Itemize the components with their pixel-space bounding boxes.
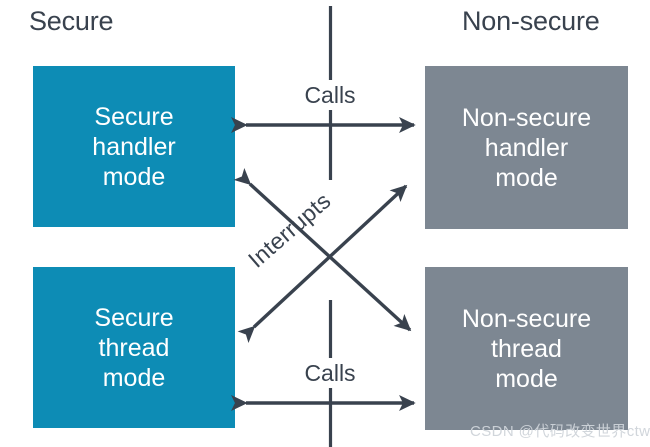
box-label-line: mode bbox=[495, 364, 558, 393]
interrupts-arrow-down-right bbox=[233, 168, 412, 332]
box-secure-thread-mode: Secure thread mode bbox=[33, 267, 235, 428]
connector-label-calls-top: Calls bbox=[304, 82, 356, 108]
box-label-line: mode bbox=[102, 363, 166, 392]
box-label-line: Secure bbox=[94, 303, 174, 332]
box-label-line: thread bbox=[98, 333, 170, 362]
box-nonsecure-handler-mode: Non-secure handler mode bbox=[425, 66, 628, 229]
watermark-text: CSDN @代码改变世界ctw bbox=[470, 423, 650, 440]
connector-label-calls-bottom: Calls bbox=[304, 360, 356, 386]
box-label-line: thread bbox=[491, 334, 562, 363]
box-nonsecure-thread-mode: Non-secure thread mode bbox=[425, 267, 628, 430]
box-label-line: handler bbox=[484, 133, 569, 162]
box-label-line: Non-secure bbox=[461, 103, 592, 132]
column-title-secure: Secure bbox=[29, 6, 114, 36]
box-label-line: mode bbox=[495, 163, 558, 192]
box-label-line: handler bbox=[92, 132, 176, 161]
box-secure-handler-mode: Secure handler mode bbox=[33, 66, 235, 227]
box-label-line: Secure bbox=[94, 102, 174, 131]
box-label-line: mode bbox=[102, 162, 166, 191]
box-label-line: Non-secure bbox=[461, 304, 592, 333]
column-title-nonsecure: Non-secure bbox=[462, 6, 600, 36]
